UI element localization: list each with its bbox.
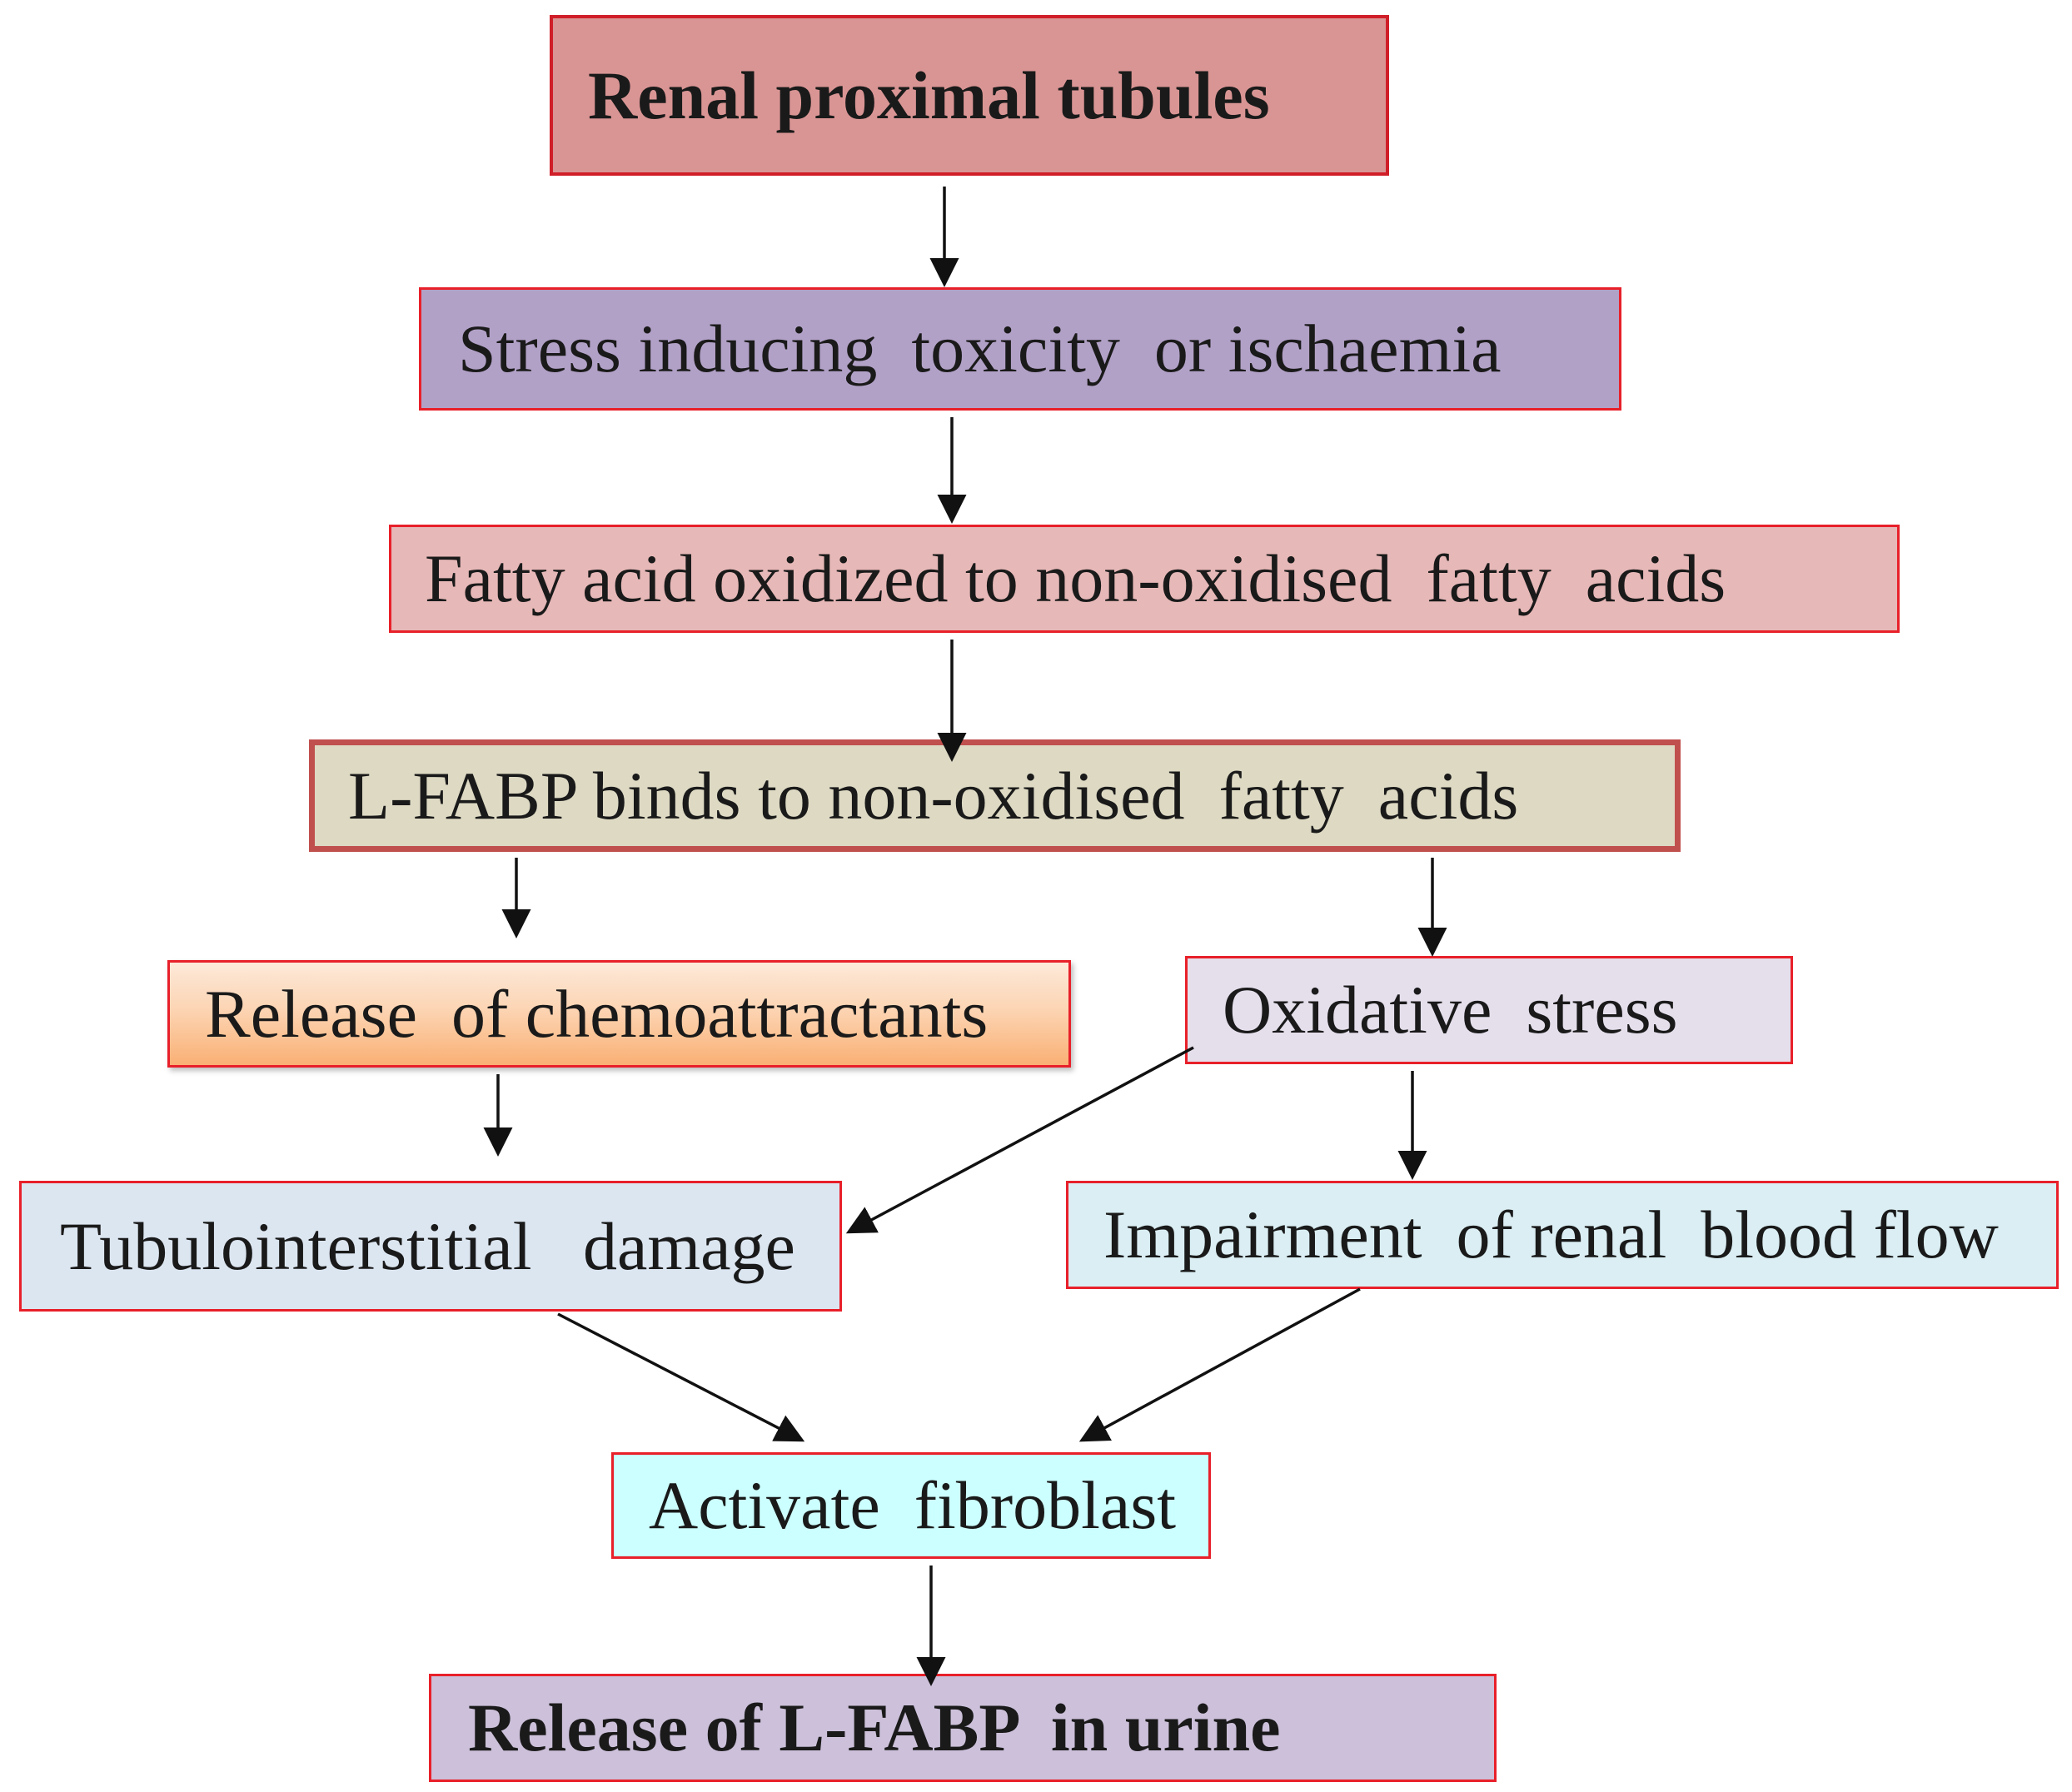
node-label: Activate fibroblast (649, 1467, 1177, 1543)
arrow-tubulointerstitial-to-fibroblast (557, 1312, 805, 1442)
node-release-chemoattractants: Release of chemoattractants (167, 960, 1071, 1068)
node-label: Oxidative stress (1223, 972, 1678, 1048)
node-release-lfabp-urine: Release of L-FABP in urine (429, 1674, 1497, 1782)
node-oxidative-stress: Oxidative stress (1185, 956, 1793, 1064)
node-label: Fatty acid oxidized to non-oxidised fatt… (425, 540, 1726, 616)
node-lfabp-binds: L-FABP binds to non-oxidised fatty acids (309, 739, 1681, 852)
node-label: Impairment of renal blood flow (1103, 1197, 1999, 1272)
node-stress-inducing: Stress inducing toxicity or ischaemia (419, 287, 1621, 411)
node-label: Release of chemoattractants (205, 975, 989, 1052)
node-impairment-blood-flow: Impairment of renal blood flow (1066, 1181, 2059, 1289)
node-label: L-FABP binds to non-oxidised fatty acids (348, 757, 1519, 834)
node-fatty-acid-oxidized: Fatty acid oxidized to non-oxidised fatt… (389, 525, 1900, 633)
node-label: Tubulointerstitial damage (60, 1207, 795, 1284)
node-activate-fibroblast: Activate fibroblast (611, 1452, 1211, 1559)
node-tubulointerstitial-damage: Tubulointerstitial damage (19, 1181, 842, 1312)
arrow-impairment-to-fibroblast (1078, 1287, 1361, 1442)
node-label: Release of L-FABP in urine (468, 1690, 1281, 1765)
node-renal-proximal-tubules: Renal proximal tubules (550, 15, 1389, 176)
node-label: Renal proximal tubules (588, 57, 1270, 133)
node-label: Stress inducing toxicity or ischaemia (458, 311, 1502, 386)
